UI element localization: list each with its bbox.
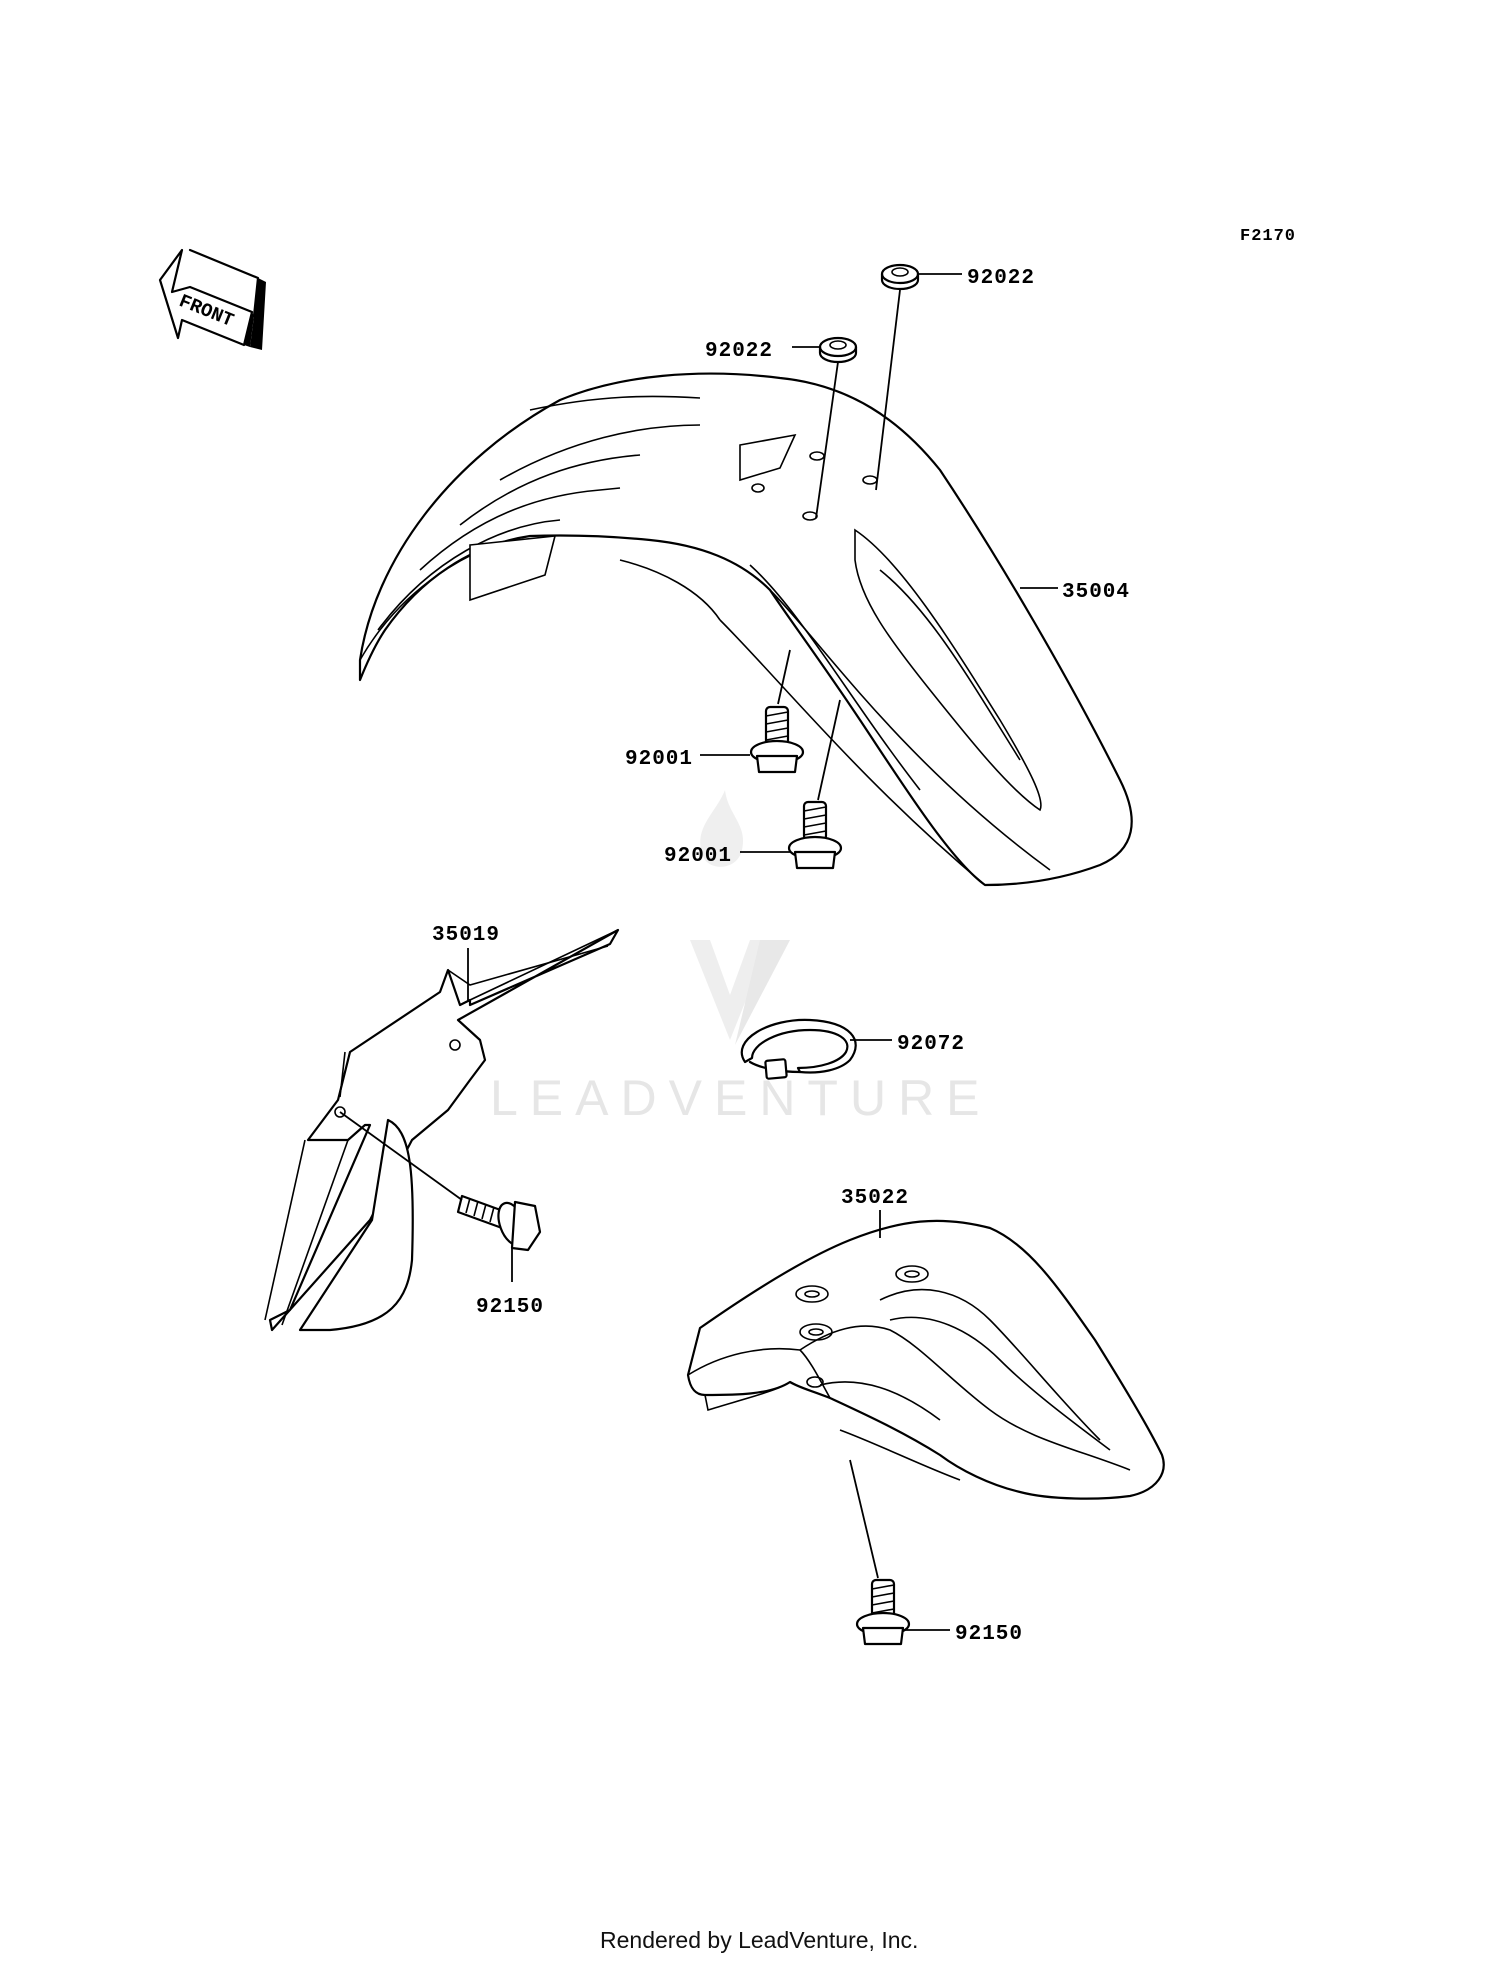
credit-line: Rendered by LeadVenture, Inc. — [600, 1927, 918, 1953]
callout-92022-upper: 92022 — [967, 267, 1035, 290]
callouts: 92022 92022 35004 92001 92001 35019 9207… — [432, 267, 1130, 1646]
bolt-92001-upper — [749, 705, 805, 774]
front-fender-35004 — [358, 372, 1133, 887]
clamp-band-92072 — [740, 1018, 857, 1080]
fork-guard-35019 — [264, 928, 620, 1332]
bolt-92001-lower — [787, 800, 843, 870]
callout-92001-lower: 92001 — [664, 845, 732, 868]
watermark-text: LEADVENTURE — [490, 1070, 992, 1126]
callout-35004: 35004 — [1062, 581, 1130, 604]
callout-35019: 35019 — [432, 924, 500, 947]
front-arrow-icon: FRONT — [158, 248, 266, 350]
callout-92001-upper: 92001 — [625, 748, 693, 771]
watermark: LEADVENTURE — [490, 790, 992, 1126]
callout-92072: 92072 — [897, 1033, 965, 1056]
callout-35022: 35022 — [841, 1187, 909, 1210]
leader-lines — [339, 273, 1058, 1631]
bolt-92150-right — [855, 1578, 911, 1646]
washer-92022-upper — [880, 263, 920, 291]
rear-fender-35022 — [686, 1219, 1165, 1500]
callout-92022-lower: 92022 — [705, 340, 773, 363]
bolt-92150-left — [456, 1194, 542, 1252]
callout-92150-right: 92150 — [955, 1623, 1023, 1646]
washer-92022-lower — [818, 336, 858, 364]
figure-code: F2170 — [1240, 227, 1296, 246]
callout-92150-left: 92150 — [476, 1296, 544, 1319]
